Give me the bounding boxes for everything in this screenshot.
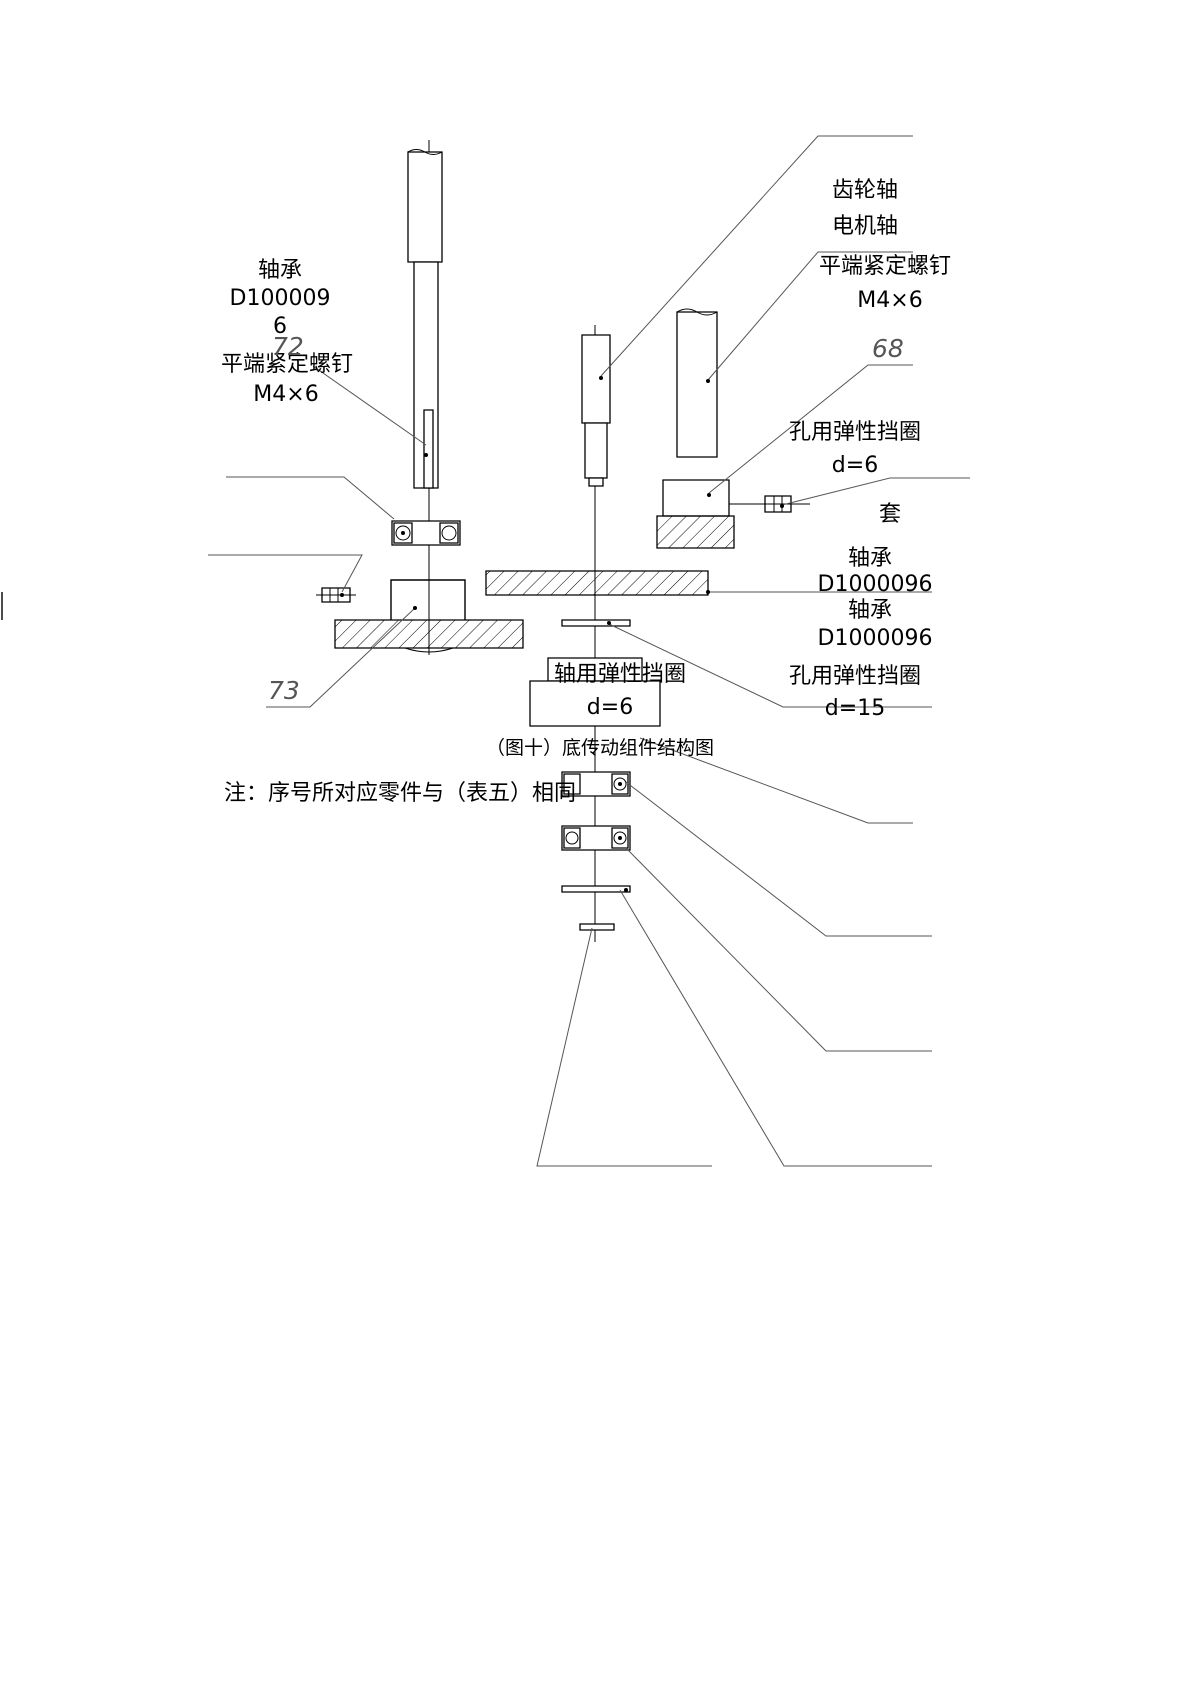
leader-lines bbox=[208, 136, 970, 1166]
center-bearings bbox=[562, 772, 630, 850]
label-gear-shaft: 齿轮轴 bbox=[831, 178, 898, 203]
label-retaining-ring-hole-top-spec: d=6 bbox=[831, 453, 879, 478]
label-set-screw-left: 平端紧定螺钉 bbox=[220, 352, 353, 377]
center-gear-plate bbox=[486, 571, 708, 595]
center-sleeve-block bbox=[530, 658, 660, 726]
part-number-72: 72 bbox=[272, 332, 304, 361]
label-bearing-left: 轴承 bbox=[257, 258, 302, 283]
label-set-screw-left-spec: M4×6 bbox=[253, 382, 319, 407]
figure-caption: （图十）底传动组件结构图 bbox=[486, 737, 715, 759]
left-bearing bbox=[392, 521, 460, 545]
part-number-68: 68 bbox=[872, 334, 904, 363]
label-bearing-right-1-code: D1000096 bbox=[817, 572, 933, 597]
label-retaining-ring-shaft-spec: d=6 bbox=[586, 695, 634, 720]
label-bearing-left-code-b: 6 bbox=[273, 314, 287, 339]
label-retaining-ring-hole-top: 孔用弹性挡圈 bbox=[788, 420, 921, 445]
left-shaft-assembly bbox=[408, 140, 442, 655]
left-gear-hub bbox=[335, 580, 523, 652]
label-sleeve: 套 bbox=[878, 502, 901, 527]
leader-dots bbox=[340, 376, 784, 892]
label-retaining-ring-hole-bottom-spec: d=15 bbox=[824, 696, 886, 721]
label-bearing-left-code-a: D100009 bbox=[229, 286, 331, 311]
label-retaining-ring-shaft: 轴用弹性挡圈 bbox=[553, 662, 686, 687]
right-small-screw bbox=[729, 496, 810, 512]
label-retaining-ring-hole-bottom: 孔用弹性挡圈 bbox=[788, 664, 921, 689]
figure-note: 注：序号所对应零件与（表五）相同 bbox=[224, 781, 577, 806]
part-number-73: 73 bbox=[268, 676, 300, 705]
left-small-screw bbox=[316, 588, 356, 602]
label-bearing-right-2-code: D1000096 bbox=[817, 626, 933, 651]
label-set-screw-right: 平端紧定螺钉 bbox=[818, 254, 951, 279]
label-motor-shaft: 电机轴 bbox=[831, 214, 898, 239]
label-bearing-right-2: 轴承 bbox=[847, 598, 892, 623]
label-bearing-right-1: 轴承 bbox=[847, 546, 892, 571]
center-washer-top bbox=[562, 620, 630, 626]
right-motor-housing bbox=[657, 480, 734, 548]
right-motor-shaft bbox=[677, 309, 717, 457]
label-set-screw-right-spec: M4×6 bbox=[857, 288, 923, 313]
center-washers-bottom bbox=[562, 886, 630, 930]
